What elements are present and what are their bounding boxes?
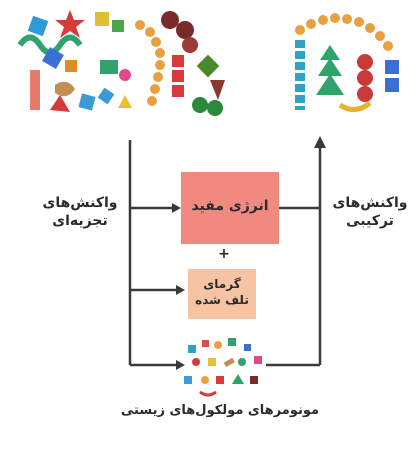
decomposition-label: واکنش‌های تجزیه‌ای xyxy=(30,195,130,230)
synthesis-arrows xyxy=(266,145,322,367)
wasted-heat-line2: تلف شده xyxy=(195,292,249,307)
monomers-caption: مونومرهای مولکول‌های زیستی xyxy=(120,403,320,418)
polymer-cluster-left xyxy=(17,10,225,116)
synthesis-label-line2: ترکیبی xyxy=(346,212,394,229)
useful-energy-box: انرژی مفید xyxy=(181,172,279,244)
monomer-cluster xyxy=(184,338,262,397)
synthesis-label: واکنش‌های ترکیبی xyxy=(322,195,418,230)
wasted-heat-label: گرمای تلف شده xyxy=(188,277,256,308)
wasted-heat-box: گرمای تلف شده xyxy=(188,269,256,319)
useful-energy-label: انرژی مفید xyxy=(191,198,269,214)
decomposition-label-line1: واکنش‌های xyxy=(42,195,118,211)
wasted-heat-line1: گرمای xyxy=(203,277,241,291)
synthesis-label-line1: واکنش‌های xyxy=(332,195,408,211)
polymer-cluster-right xyxy=(295,13,399,112)
decomposition-arrows xyxy=(128,140,176,367)
decomposition-label-line2: تجزیه‌ای xyxy=(52,212,108,229)
plus-sign: + xyxy=(218,246,230,262)
